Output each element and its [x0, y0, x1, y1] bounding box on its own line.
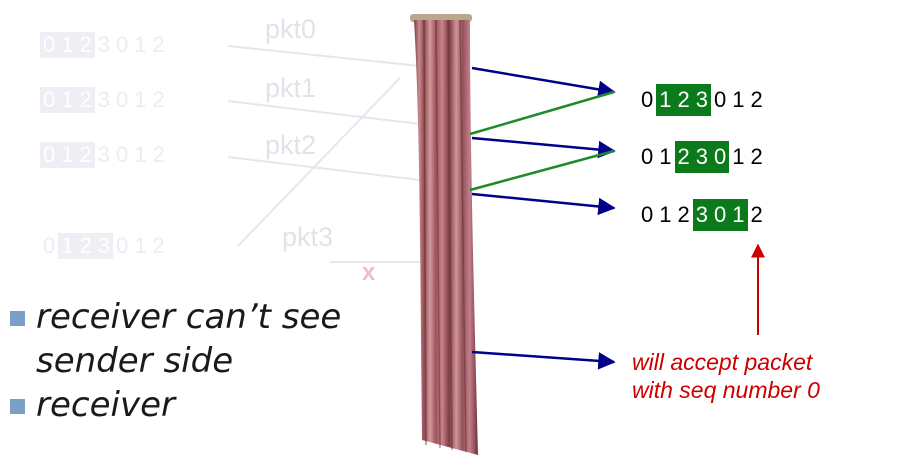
- receiver-seq-digit: 0: [711, 141, 730, 173]
- packet-label: pkt2: [265, 130, 317, 160]
- sender-seq-digit: 0: [40, 32, 59, 58]
- curtain-icon: [410, 14, 478, 455]
- sender-seq-digit: 3: [97, 87, 110, 112]
- bullet-item: receiver can’t see sender side: [0, 295, 420, 383]
- sender-seq-digit: 1: [134, 233, 147, 258]
- receiver-seq-digit: 1: [732, 87, 745, 112]
- receiver-seq-digit: 1: [659, 202, 672, 227]
- bullet-list: receiver can’t see sender side receiver: [0, 295, 420, 427]
- receiver-seq-digit: 0: [714, 87, 727, 112]
- receiver-seq-digit: 1: [729, 199, 748, 231]
- sender-seq-digit: 2: [76, 87, 95, 113]
- packet-label: pkt0: [265, 14, 317, 44]
- sender-seq-digit: 2: [76, 142, 95, 168]
- receiver-arrows: [469, 66, 765, 370]
- receiver-seq-digit: 0: [711, 199, 730, 231]
- sender-seq-digit: 2: [76, 32, 95, 58]
- loss-x-icon: x: [362, 259, 376, 286]
- packet-label: pkt1: [265, 73, 317, 103]
- bullet-square-icon: [10, 399, 25, 414]
- sender-seq-digit: 1: [134, 87, 147, 112]
- receiver-seq-digit: 1: [656, 84, 675, 116]
- receiver-seq-digit: 2: [674, 141, 693, 173]
- receiver-seq-digit: 2: [750, 87, 763, 112]
- sender-seq-digit: 2: [152, 32, 165, 57]
- packet-label: pkt3: [282, 222, 334, 252]
- receiver-seq-digit: 3: [692, 141, 711, 173]
- accept-note: will accept packet with seq number 0: [632, 348, 820, 404]
- receiver-seq-digit: 0: [641, 202, 654, 227]
- sender-seq-digit: 2: [76, 233, 95, 259]
- faded-sender-arrows: [227, 45, 421, 263]
- bullet-text: receiver can’t see sender side: [36, 297, 342, 381]
- sender-seq-digit: 1: [134, 32, 147, 57]
- sender-seq-digit: 3: [97, 32, 110, 57]
- receiver-seq-digit: 2: [750, 202, 763, 227]
- sender-seq-digit: 2: [152, 142, 165, 167]
- receiver-seq-digit: 2: [674, 84, 693, 116]
- receiver-seq-digit: 1: [732, 144, 745, 169]
- receiver-seq-digit: 3: [692, 199, 711, 231]
- receiver-seq-digit: 1: [659, 144, 672, 169]
- sender-seq-digit: 0: [116, 142, 129, 167]
- receiver-seq-digit: 2: [750, 144, 763, 169]
- note-line: will accept packet: [632, 349, 813, 375]
- note-line: with seq number 0: [632, 377, 820, 403]
- sender-seq-digit: 0: [116, 87, 129, 112]
- sender-seq-digit: 0: [116, 32, 129, 57]
- sender-seq-digit: 1: [58, 87, 77, 113]
- bullet-text: receiver: [36, 385, 175, 425]
- sender-seq-digit: 0: [116, 233, 129, 258]
- bullet-item: receiver: [0, 383, 420, 427]
- sender-seq-digit: 1: [134, 142, 147, 167]
- receiver-seq-digit: 0: [641, 144, 654, 169]
- sender-seq-digit: 1: [58, 32, 77, 58]
- sender-seq-digit: 0: [40, 87, 59, 113]
- sender-seq-digit: 3: [94, 233, 113, 259]
- receiver-seq-digit: 3: [692, 84, 711, 116]
- sender-seq-digit: 1: [58, 142, 77, 168]
- bullet-square-icon: [10, 311, 25, 326]
- receiver-seq-digit: 2: [677, 202, 690, 227]
- receiver-seq-digit: 0: [641, 87, 654, 112]
- sender-seq-digit: 0: [43, 233, 56, 258]
- sender-seq-digit: 0: [40, 142, 59, 168]
- sender-seq-digit: 2: [152, 233, 165, 258]
- sender-seq-digit: 2: [152, 87, 165, 112]
- sender-seq-digit: 1: [58, 233, 77, 259]
- sender-seq-digit: 3: [97, 142, 110, 167]
